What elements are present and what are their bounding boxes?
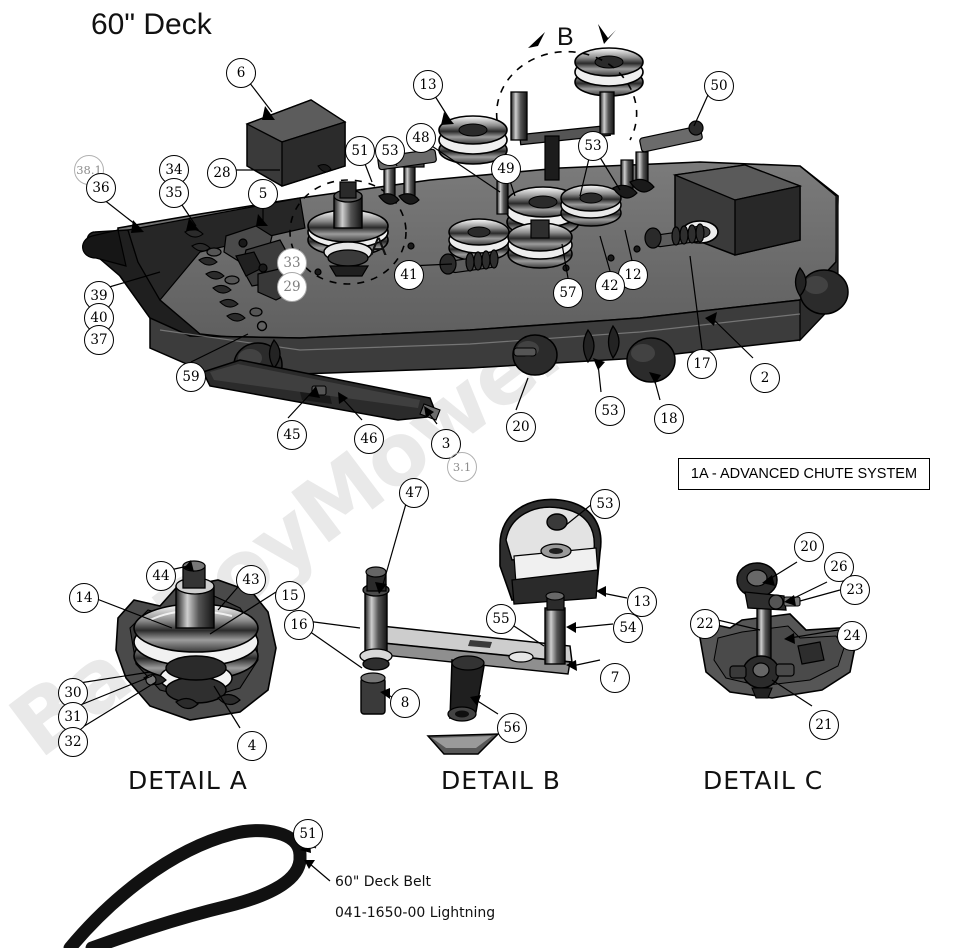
deck-pulley-group (289, 24, 644, 285)
detail-a-label: DETAIL A (128, 766, 248, 795)
spindle-pulley-lower-left (448, 218, 510, 262)
callout-bubble-43[interactable]: 43 (236, 565, 266, 595)
callout-bubble-16[interactable]: 16 (284, 610, 314, 640)
leader-lines-main (88, 81, 754, 425)
callout-bubble-47[interactable]: 47 (399, 478, 429, 508)
wheel-far-right (794, 266, 849, 315)
section-arrow-b-left (528, 32, 548, 48)
callout-bubble-36[interactable]: 36 (86, 173, 116, 203)
callout-bubble-48[interactable]: 48 (406, 123, 436, 153)
anti-scalp-wheels (233, 266, 849, 388)
callout-bubble-56[interactable]: 56 (497, 713, 527, 743)
callout-bubble-22[interactable]: 22 (690, 609, 720, 639)
section-arrow-b-right (598, 24, 616, 44)
belt-name-label: 60" Deck Belt (335, 874, 431, 890)
callout-bubble-17[interactable]: 17 (687, 349, 717, 379)
wheel-right-inner (582, 324, 676, 383)
callout-bubble-8[interactable]: 8 (390, 688, 420, 718)
callout-bubble-28[interactable]: 28 (207, 158, 237, 188)
advanced-chute-system-text: 1A - ADVANCED CHUTE SYSTEM (690, 466, 918, 482)
callout-bubble-6[interactable]: 6 (226, 58, 256, 88)
section-letter-b: B (557, 23, 574, 51)
callout-bubble-18[interactable]: 18 (654, 404, 684, 434)
callout-bubble-31[interactable]: 31 (58, 702, 88, 732)
belt-part-number-label: 041-1650-00 Lightning (335, 905, 496, 921)
callout-bubble-57[interactable]: 57 (553, 278, 583, 308)
wheel-center (512, 334, 558, 376)
callout-bubble-20[interactable]: 20 (506, 412, 536, 442)
spindle-pulley-right (560, 184, 622, 227)
callout-bubble-54[interactable]: 54 (613, 613, 643, 643)
chute-arm-assembly (359, 566, 573, 755)
section-circle-a (289, 179, 407, 285)
callout-bubble-30[interactable]: 30 (58, 678, 88, 708)
section-circle-b (495, 50, 638, 141)
mower-blade (201, 359, 441, 421)
callout-bubble-53[interactable]: 53 (375, 136, 405, 166)
callout-bubble-41[interactable]: 41 (394, 260, 424, 290)
callout-bubble-55[interactable]: 55 (486, 604, 516, 634)
leader-lines-detail-b (298, 492, 628, 715)
deck-baffle-teeth (184, 228, 246, 322)
callout-bubble-2[interactable]: 2 (750, 363, 780, 393)
callout-bubble-24[interactable]: 24 (837, 621, 867, 651)
deck-cover-box-6 (245, 99, 347, 187)
callout-bubble-53[interactable]: 53 (578, 131, 608, 161)
callout-bubble-7[interactable]: 7 (600, 663, 630, 693)
idler-pulley-b-top (574, 47, 644, 97)
callout-bubble-53[interactable]: 53 (595, 396, 625, 426)
callout-bubble-42[interactable]: 42 (595, 271, 625, 301)
detail-b-label: DETAIL B (441, 766, 561, 795)
deck-hardware-group (314, 120, 705, 276)
callout-bubble-29[interactable]: 29 (277, 272, 307, 302)
idler-pulley-13 (438, 115, 508, 165)
spindle-pulley-a (307, 181, 389, 277)
callout-bubble-50[interactable]: 50 (704, 71, 734, 101)
advanced-chute-system-note: 1A - ADVANCED CHUTE SYSTEM (678, 458, 930, 490)
callout-bubble-46[interactable]: 46 (354, 424, 384, 454)
callout-bubble-21[interactable]: 21 (809, 710, 839, 740)
callout-bubble-4[interactable]: 4 (237, 731, 267, 761)
callout-bubble-51[interactable]: 51 (345, 136, 375, 166)
callout-bubble-35[interactable]: 35 (159, 178, 189, 208)
callout-bubble-45[interactable]: 45 (277, 420, 307, 450)
callout-bubble-51[interactable]: 51 (293, 819, 323, 849)
callout-bubble-44[interactable]: 44 (146, 561, 176, 591)
callout-bubble-59[interactable]: 59 (176, 362, 206, 392)
callout-bubble-5[interactable]: 5 (248, 179, 278, 209)
callout-bubble-15[interactable]: 15 (275, 581, 305, 611)
callout-bubble-20[interactable]: 20 (794, 532, 824, 562)
callout-bubble-23[interactable]: 23 (840, 575, 870, 605)
callout-bubble-37[interactable]: 37 (84, 325, 114, 355)
callout-bubble-13[interactable]: 13 (627, 587, 657, 617)
detail-c-label: DETAIL C (703, 766, 824, 795)
callout-bubble-49[interactable]: 49 (491, 154, 521, 184)
callout-bubble-13[interactable]: 13 (413, 70, 443, 100)
callout-bubble-3[interactable]: 3 (431, 429, 461, 459)
callout-bubble-53[interactable]: 53 (590, 489, 620, 519)
page-title: 60" Deck (91, 8, 212, 41)
spindle-pulley-lower-right (507, 219, 573, 269)
chute-deflector-53 (499, 498, 602, 605)
callout-bubble-32[interactable]: 32 (58, 727, 88, 757)
callout-bubble-14[interactable]: 14 (69, 583, 99, 613)
section-letter-a: A (370, 233, 387, 261)
chute-arm-top (510, 91, 615, 181)
callout-bubble-3.1[interactable]: 3.1 (447, 452, 477, 482)
